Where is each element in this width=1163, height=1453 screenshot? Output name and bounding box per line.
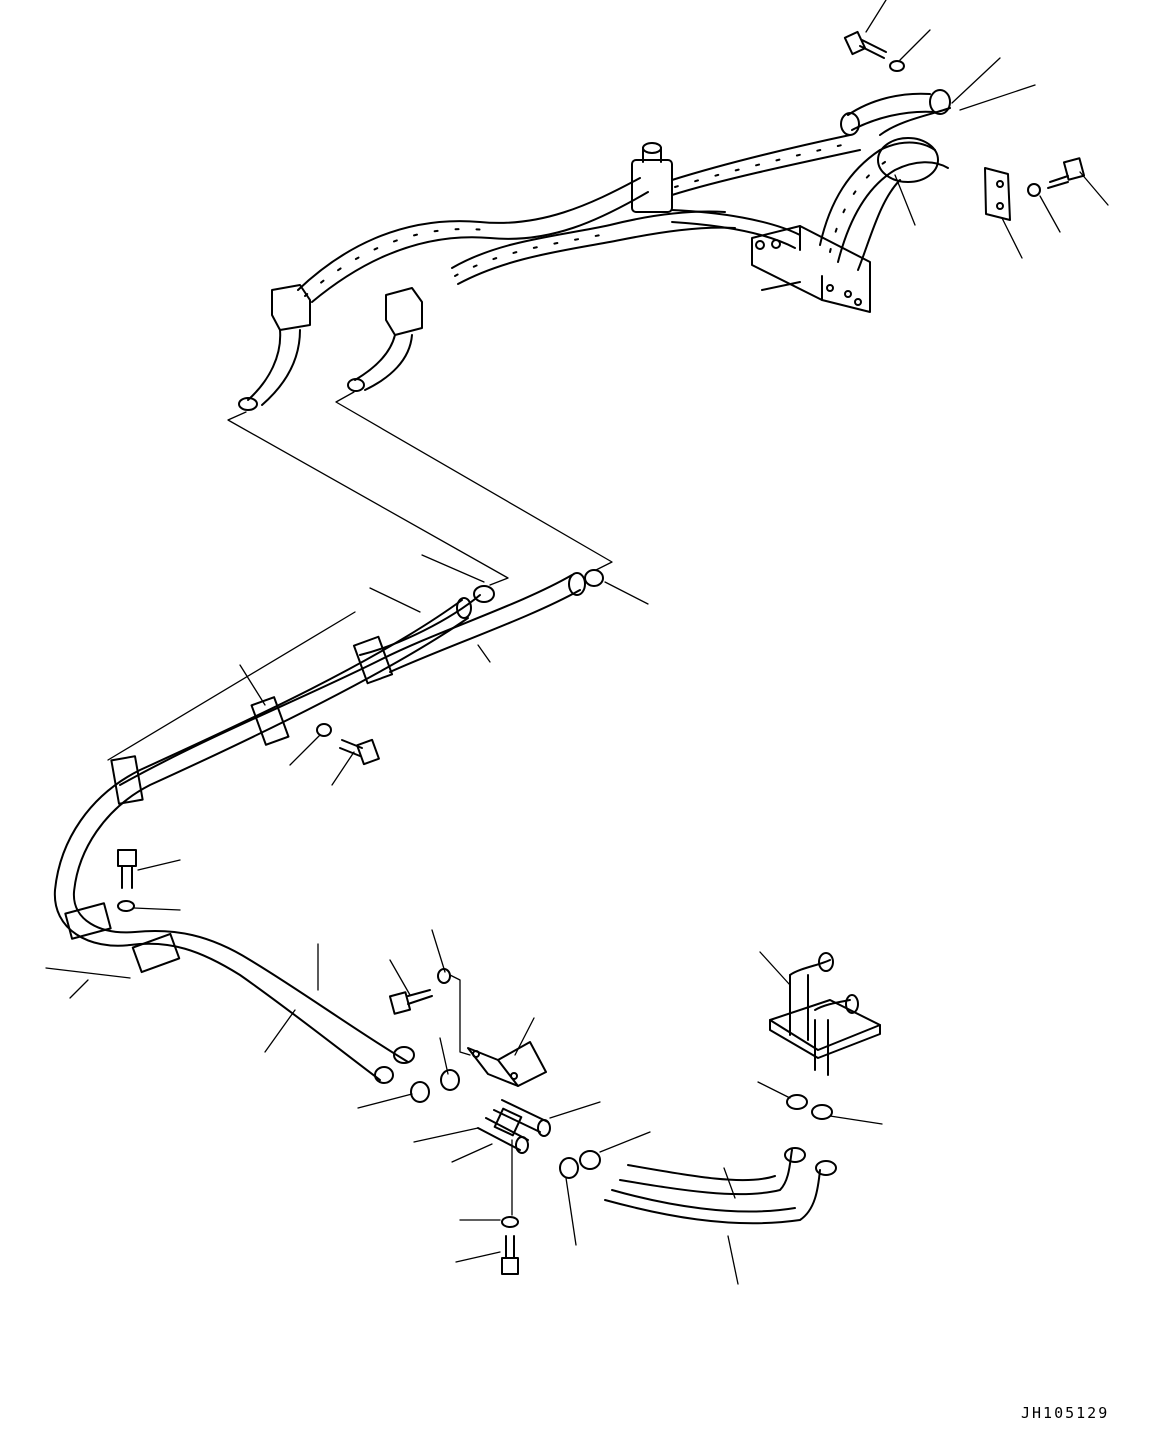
short-hose-pair [604, 1147, 837, 1225]
o-ring [877, 137, 939, 183]
clamp-5 [559, 1157, 579, 1179]
upper-hose-left-a [297, 177, 641, 291]
bolt-lower [501, 1235, 519, 1275]
washer-mid-1 [316, 723, 332, 737]
connector-block-left [238, 284, 311, 411]
leader-lines-top [865, 0, 1109, 259]
connector-block-right [347, 287, 423, 392]
clamp-6 [579, 1150, 601, 1170]
upper-hose-right-a [451, 210, 726, 269]
mount-bracket [449, 974, 547, 1087]
upper-hose-right-b [457, 226, 736, 285]
leader-lines-lower [69, 554, 883, 1285]
drawing-number: JH105129 [1021, 1404, 1110, 1422]
bolt-top [843, 30, 887, 59]
washer-top [889, 60, 905, 72]
joint-fitting [477, 1099, 551, 1216]
clamp-8 [811, 1104, 833, 1120]
heater-valve-block [751, 225, 871, 313]
bolt-mid-1 [339, 738, 380, 766]
hose-clip-4 [64, 902, 112, 940]
connection-lines [227, 391, 613, 586]
washer-lower [501, 1216, 519, 1228]
clamp-4 [440, 1069, 460, 1091]
hose-clip-1 [352, 635, 394, 685]
washer-mid-2 [117, 900, 135, 912]
cover-plate [984, 167, 1011, 221]
clamp-2 [584, 569, 604, 587]
lower-hose-pair [45, 572, 586, 1084]
hose-clip-5 [131, 932, 181, 974]
clamp-3 [410, 1081, 430, 1103]
washer-mid-3 [437, 968, 451, 984]
washer-right [1027, 183, 1041, 197]
upper-hose-assembly [238, 89, 951, 411]
bolt-right [1047, 157, 1086, 189]
top-fasteners [843, 30, 1086, 221]
hose-clip-2 [250, 696, 290, 746]
clamp-1 [473, 585, 495, 603]
bolt-mid-2 [117, 849, 137, 889]
tee-fitting [631, 159, 673, 213]
hose-clip-3 [110, 755, 144, 805]
clamp-7 [786, 1094, 808, 1110]
upper-hose-left-b [311, 191, 649, 303]
bolt-mid-3 [388, 989, 433, 1015]
hose-clamps [410, 569, 833, 1179]
connector-valve [769, 952, 881, 1076]
hose-lower-a [53, 599, 463, 1081]
middle-fasteners [117, 723, 451, 1015]
